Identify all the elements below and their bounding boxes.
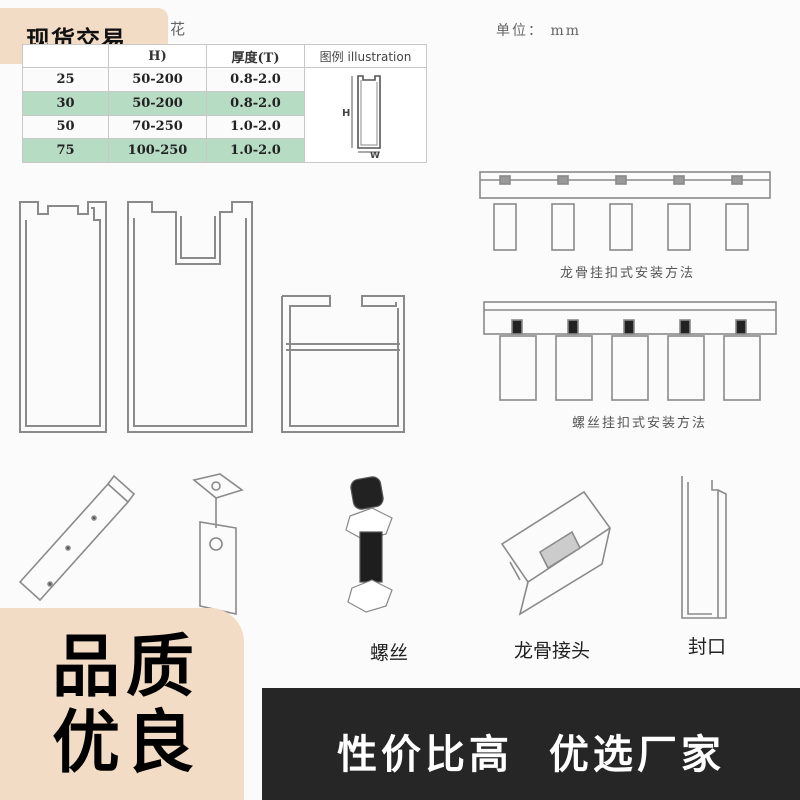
cell-width: 75 [22,138,109,163]
col-width-header [22,44,109,68]
spec-table: H) 厚度(T) 图例 illustration 25 50-200 0.8-2… [22,44,427,163]
screw-label: 螺丝 [370,642,409,664]
profile-box-icon [281,295,405,433]
col-thickness-header: 厚度(T) [206,44,305,68]
table-row: 50 70-250 1.0-2.0 [22,114,427,140]
channel-profile-icon: H W [342,75,381,161]
cell-thickness: 0.8-2.0 [206,90,305,116]
dragon-rail-icon [18,474,136,602]
screw-clip-caption: 螺丝挂扣式安装方法 [572,416,708,431]
illustration-w-label: W [370,151,380,158]
cell-height: 70-250 [108,114,207,140]
table-row: 30 50-200 0.8-2.0 [22,90,427,116]
profile-drawings [19,201,405,433]
end-cap-icon [681,476,727,619]
table-row: 75 100-250 1.0-2.0 [22,138,427,163]
table-header-row: H) 厚度(T) 图例 illustration [22,44,427,68]
dragon-clip-caption: 龙骨挂扣式安装方法 [560,266,696,281]
table-row: 25 50-200 0.8-2.0 H W [22,67,427,163]
col-illustration-header: 图例 illustration [304,44,427,68]
cell-height: 50-200 [108,90,207,116]
slogan-text: 性价比高 优选厂家 [337,732,725,778]
cell-thickness: 1.0-2.0 [206,114,305,140]
col-height-header: H) [108,44,207,68]
cell-thickness: 0.8-2.0 [206,67,305,92]
slogan-banner [262,688,800,800]
cell-width: 50 [22,114,109,140]
screw-bolt-icon [345,476,393,613]
quality-text: 品质优良 [52,628,201,783]
profile-narrow-icon [19,201,107,433]
joint-label: 龙骨接头 [514,640,591,662]
rail-joint-icon [500,490,612,616]
cell-width: 30 [22,90,109,116]
hanger-bracket-icon [192,473,244,615]
dragon-clip-install-drawing [479,171,771,251]
illustration-cell: H W [304,67,427,163]
cell-height: 100-250 [108,138,207,163]
unit-label: 单位： mm [496,23,582,39]
table-header-fragment: 花 [170,20,186,38]
screw-clip-install-drawing [483,301,777,401]
cell-thickness: 1.0-2.0 [206,138,305,163]
clip-row [499,175,743,185]
cell-width: 25 [22,67,109,92]
profile-wide-icon [127,201,253,433]
illustration-h-label: H [342,108,350,119]
cell-height: 50-200 [108,67,207,92]
quality-banner [0,608,244,800]
end-cap-label: 封口 [688,636,727,658]
